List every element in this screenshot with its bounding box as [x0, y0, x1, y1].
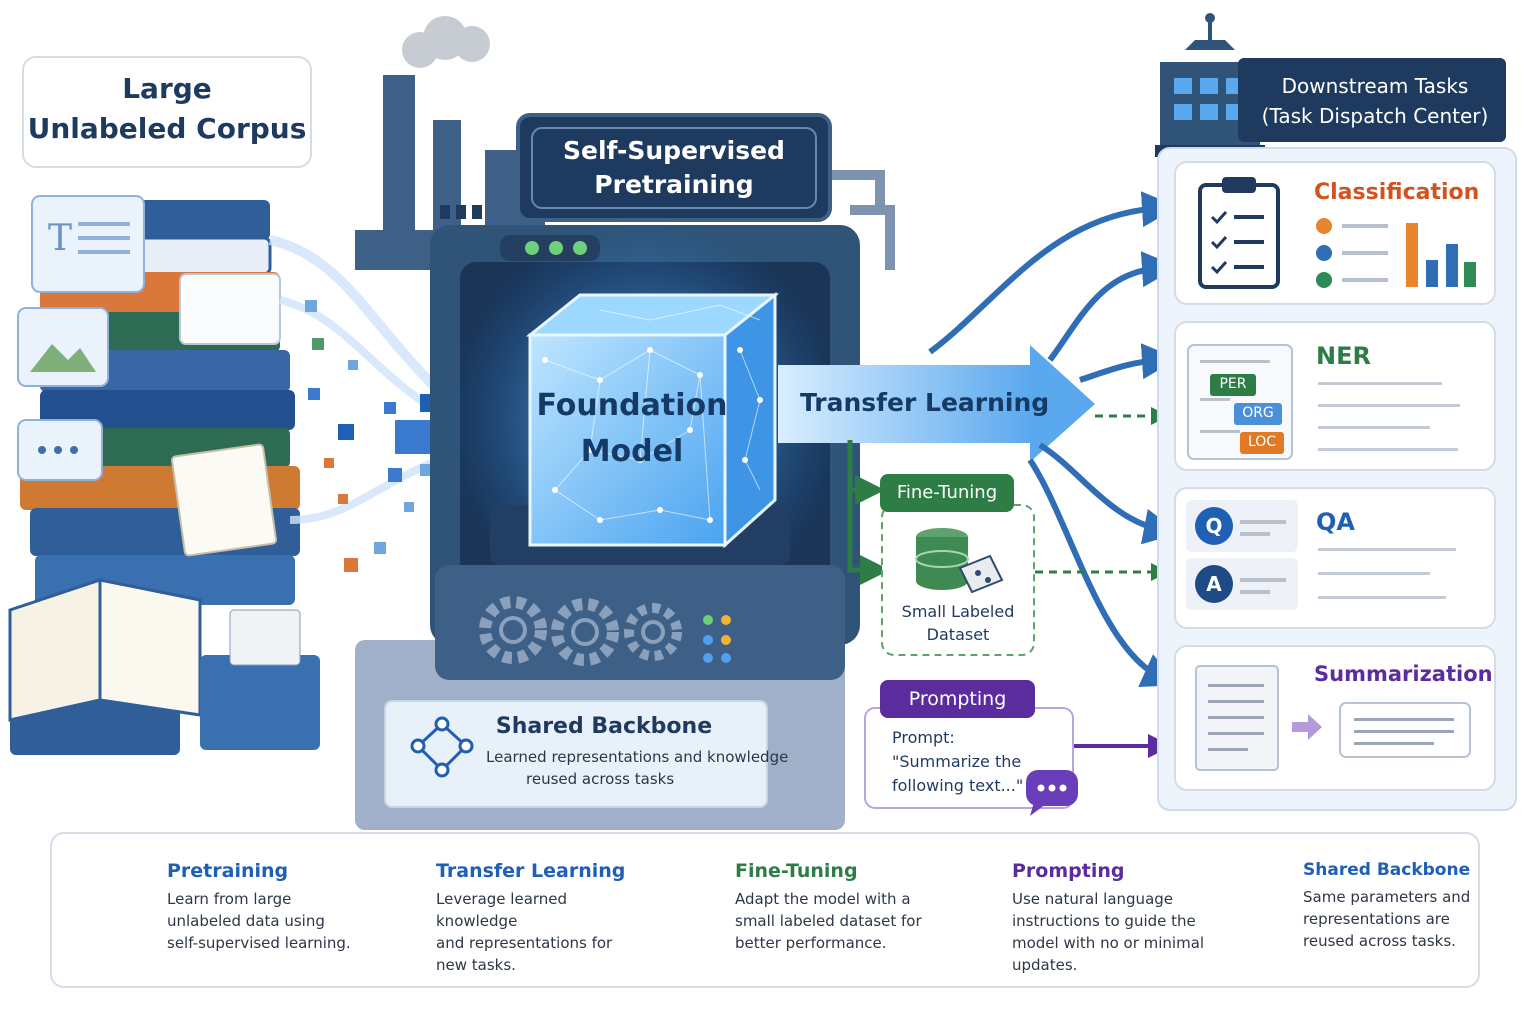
book-stack-illustration: T	[8, 195, 320, 755]
ner-tag-org: ORG	[1234, 403, 1282, 425]
prompt-line3: following text..."	[892, 776, 1024, 795]
prompt-line2: "Summarize the	[892, 752, 1022, 771]
prompting-badge: Prompting	[880, 680, 1035, 718]
prompt-line1: Prompt:	[892, 728, 955, 747]
dispatch-arrows	[928, 191, 1180, 687]
svg-text:T: T	[48, 218, 72, 259]
downstream-title-line2: (Task Dispatch Center)	[1261, 104, 1489, 128]
database-icon	[915, 528, 969, 590]
corpus-title-line1: Large	[122, 72, 212, 105]
task-summarization-label: Summarization	[1314, 662, 1493, 686]
chat-bubble-icon	[1026, 770, 1078, 816]
summarize-arrow-icon	[1292, 714, 1322, 740]
transfer-learning-label: Transfer Learning	[800, 388, 1050, 417]
task-panel	[1157, 147, 1517, 811]
foundation-model-cube	[525, 291, 780, 549]
prompt-box	[864, 707, 1078, 816]
shared-backbone-desc-line1: Learned representations and knowledge	[486, 748, 789, 766]
legend-panel	[50, 832, 1480, 988]
corpus-title-box: Large Unlabeled Corpus	[22, 56, 312, 168]
summary-icon	[1339, 702, 1471, 758]
task-classification-label: Classification	[1314, 180, 1480, 205]
dispatch-center-building	[1155, 13, 1506, 157]
ner-tag-loc: LOC	[1240, 432, 1284, 454]
clipboard-icon	[1198, 177, 1280, 289]
corpus-title-line2: Unlabeled Corpus	[27, 112, 307, 145]
legend-item-transfer: Transfer Learning Leverage learned knowl…	[436, 860, 626, 974]
pretraining-title-line1: Self-Supervised	[563, 136, 785, 165]
dataset-label-line1: Small Labeled	[901, 602, 1015, 621]
long-document-icon	[1195, 665, 1279, 771]
prompting-label: Prompting	[908, 688, 1007, 710]
gear-icon	[624, 603, 682, 661]
pretraining-title-line2: Pretraining	[594, 170, 754, 199]
gear-icon	[479, 596, 547, 664]
question-icon	[1195, 507, 1233, 545]
answer-icon	[1195, 565, 1233, 603]
answer-letter: A	[1206, 572, 1222, 596]
question-letter: Q	[1205, 514, 1223, 538]
shared-backbone-box: Shared Backbone Learned representations …	[384, 700, 788, 808]
transfer-learning-arrow	[778, 345, 1095, 462]
small-dataset-box	[881, 504, 1035, 656]
dataset-label-line2: Dataset	[926, 625, 990, 644]
network-icon	[410, 716, 474, 778]
shared-backbone-title: Shared Backbone	[495, 714, 713, 739]
shared-backbone-desc-line2: reused across tasks	[526, 770, 675, 788]
finetune-branch-arrow	[847, 440, 890, 585]
downstream-title-line1: Downstream Tasks	[1281, 74, 1469, 98]
fine-tuning-label: Fine-Tuning	[896, 482, 998, 503]
task-ner-label: NER	[1316, 342, 1371, 370]
foundation-model-line1: Foundation	[536, 388, 728, 423]
gear-icon	[551, 598, 619, 666]
foundation-model-line2: Model	[580, 434, 684, 469]
tag-icon	[958, 554, 1004, 594]
task-qa-label: QA	[1316, 508, 1355, 536]
ner-tag-per: PER	[1210, 374, 1256, 396]
fine-tuning-badge: Fine-Tuning	[880, 474, 1014, 512]
bar-chart-icon	[1406, 223, 1476, 287]
